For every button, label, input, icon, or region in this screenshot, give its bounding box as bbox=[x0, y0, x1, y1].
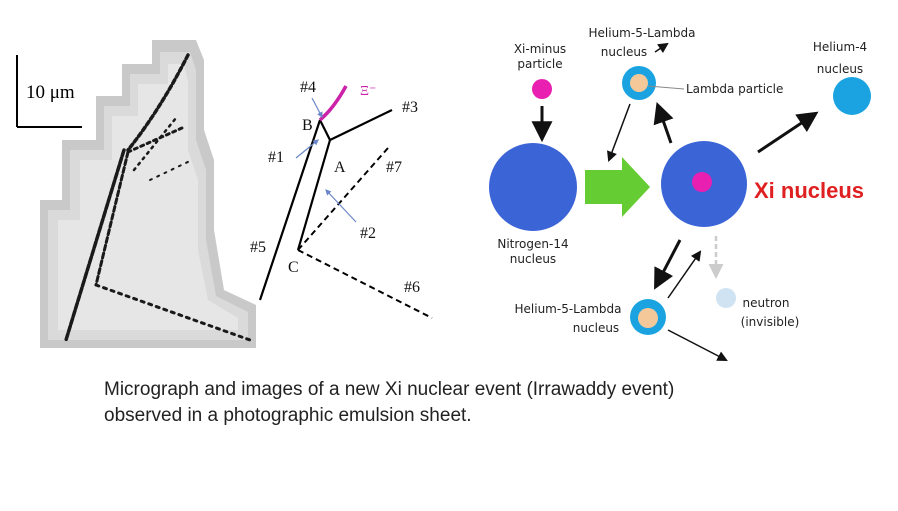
arrow-he5l-bottom-out bbox=[667, 329, 728, 361]
track-3 bbox=[329, 109, 393, 141]
reaction-diagram: Xi-minus particle Nitrogen-14 nucleus Xi… bbox=[489, 26, 871, 361]
xi-nucleus-core bbox=[692, 172, 712, 192]
particle-tracks-image bbox=[64, 53, 252, 342]
track-4 bbox=[319, 119, 331, 141]
xi-minus-track bbox=[318, 85, 348, 122]
pointer-4 bbox=[311, 97, 323, 119]
pointer-1 bbox=[295, 139, 319, 159]
he5l-bottom-label-line2: nucleus bbox=[573, 321, 619, 335]
neutron bbox=[716, 288, 736, 308]
label-track-5: #5 bbox=[250, 239, 266, 256]
lambda-pointer bbox=[647, 85, 685, 90]
arrow-to-he5l-bottom bbox=[654, 239, 682, 290]
scale-bar: 10 μm bbox=[16, 55, 82, 128]
label-xi-minus: Ξ⁻ bbox=[360, 84, 376, 99]
label-point-a: A bbox=[334, 159, 346, 176]
xi-minus-particle bbox=[532, 79, 552, 99]
track-6 bbox=[297, 249, 433, 319]
xi-minus-label-line2: particle bbox=[517, 57, 562, 71]
figure-caption: Micrograph and images of a new Xi nuclea… bbox=[104, 377, 864, 429]
label-track-7: #7 bbox=[386, 159, 402, 176]
label-track-2: #2 bbox=[360, 225, 376, 242]
arrow-to-n14 bbox=[607, 103, 631, 162]
neutron-label-line2: (invisible) bbox=[741, 315, 800, 329]
nitrogen-14-label-line2: nucleus bbox=[510, 252, 556, 266]
neutron-label-line1: neutron bbox=[743, 296, 790, 310]
xi-minus-label-line1: Xi-minus bbox=[514, 42, 566, 56]
label-track-6: #6 bbox=[404, 279, 420, 296]
nitrogen-14-nucleus bbox=[489, 143, 577, 231]
track-1-5 bbox=[258, 119, 322, 301]
xi-nucleus-label: Xi nucleus bbox=[754, 178, 864, 203]
caption-line-1: Micrograph and images of a new Xi nuclea… bbox=[104, 379, 675, 400]
capture-arrow-icon bbox=[585, 157, 650, 217]
he5l-top-label-line2: nucleus bbox=[601, 45, 647, 59]
he5l-top-lambda bbox=[630, 74, 648, 92]
helium-4-nucleus bbox=[833, 77, 871, 115]
nitrogen-14-label-line1: Nitrogen-14 bbox=[497, 237, 568, 251]
micrograph: 10 μm bbox=[16, 40, 256, 348]
pointer-2 bbox=[325, 189, 357, 223]
caption-line-2: observed in a photographic emulsion shee… bbox=[104, 405, 472, 426]
arrow-from-he5l-bottom bbox=[667, 250, 702, 299]
scale-bar-label: 10 μm bbox=[26, 82, 75, 103]
label-point-b: B bbox=[302, 117, 313, 134]
he4-label-line2: nucleus bbox=[817, 62, 863, 76]
label-track-1: #1 bbox=[268, 149, 284, 166]
arrow-to-he4 bbox=[757, 111, 819, 154]
he5l-top-label-line1: Helium-5-Lambda bbox=[589, 26, 696, 40]
he5l-bottom-lambda bbox=[638, 308, 658, 328]
label-point-c: C bbox=[288, 259, 299, 276]
label-track-3: #3 bbox=[402, 99, 418, 116]
he5l-top-label-arrow bbox=[654, 42, 669, 54]
he4-label-line1: Helium-4 bbox=[813, 40, 867, 54]
lambda-particle-label: Lambda particle bbox=[686, 82, 783, 96]
track-7 bbox=[297, 147, 389, 251]
track-schematic: #4 Ξ⁻ #3 B #1 A #7 #2 #5 C #6 bbox=[250, 79, 433, 319]
label-track-4: #4 bbox=[300, 79, 316, 96]
track-2 bbox=[296, 139, 332, 251]
arrow-to-he5l-top bbox=[653, 102, 674, 144]
micrograph-background bbox=[40, 40, 256, 348]
he5l-bottom-label-line1: Helium-5-Lambda bbox=[515, 302, 622, 316]
